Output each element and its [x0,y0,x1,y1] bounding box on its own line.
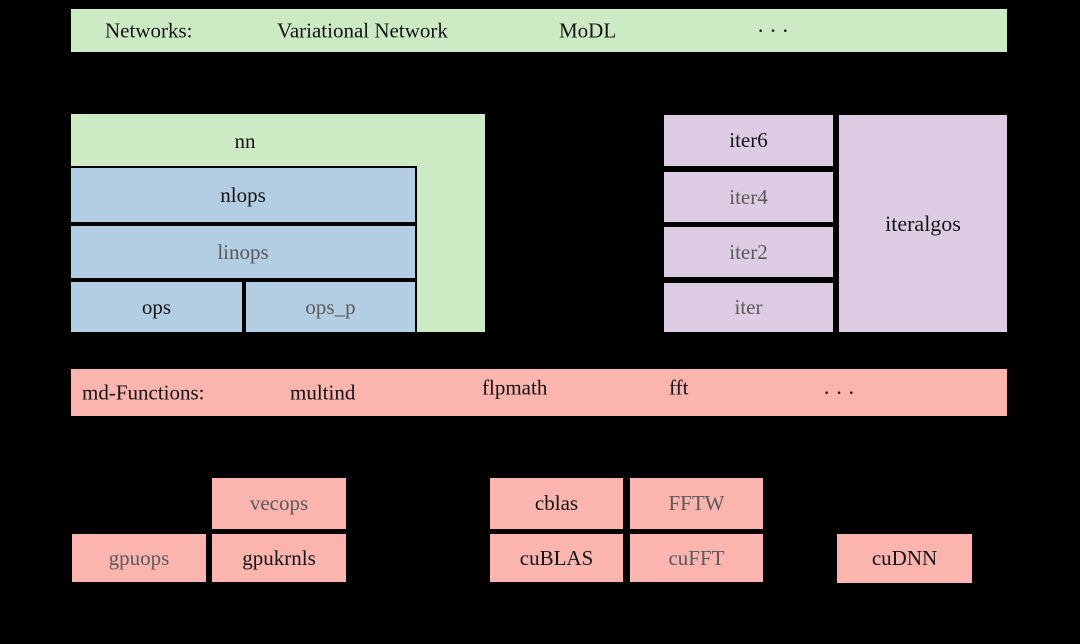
gpukrnls-box: gpukrnls [210,532,348,584]
iter4-label: iter4 [729,184,768,209]
iter2-label: iter2 [729,239,768,264]
iteralgos-label: iteralgos [885,210,961,236]
networks-bar-prefix: Networks: [105,18,193,42]
vecops-box: vecops [210,476,348,531]
gpuops-box: gpuops [70,532,208,584]
cudnn-box: cuDNN [835,532,974,585]
iter6-box: iter6 [662,113,835,168]
nlops-box: nlops [69,166,417,224]
networks-bar-ellipsis: ··· [757,17,794,43]
nlops-label: nlops [220,182,266,207]
cblas-label: cblas [534,491,579,515]
md-functions-prefix: md-Functions: [82,380,205,404]
cufft-label: cuFFT [668,545,725,570]
cudnn-label: cuDNN [871,546,938,570]
ops-label: ops [141,294,172,319]
iter4-box: iter4 [662,170,835,224]
cblas-box: cblas [488,476,625,531]
fftw-label: FFTW [668,491,725,515]
linops-box: linops [69,224,417,280]
cublas-box: cuBLAS [488,532,625,584]
linops-label: linops [217,239,269,264]
iter2-box: iter2 [662,225,835,279]
iter6-label: iter6 [729,128,768,152]
networks-bar: Networks: Variational Network MoDL ··· [69,7,1009,54]
ops-p-label: ops_p [305,294,356,319]
cublas-label: cuBLAS [519,545,594,570]
gpuops-label: gpuops [108,545,170,570]
ops-p-box: ops_p [244,280,417,334]
gpukrnls-label: gpukrnls [242,545,316,570]
iteralgos-box: iteralgos [837,113,1009,334]
fftw-box: FFTW [628,476,765,531]
md-functions-ellipsis: ··· [823,379,860,405]
md-functions-item-flpmath: flpmath [482,375,548,399]
nn-label: nn [234,128,256,153]
md-functions-item-fft: fft [669,375,689,399]
iter-box: iter [662,281,835,334]
md-functions-item-multind: multind [290,380,356,404]
cufft-box: cuFFT [628,532,765,584]
networks-bar-item-variational-network: Variational Network [277,18,448,42]
md-functions-bar: md-Functions: multind flpmath fft ··· [69,367,1009,418]
networks-bar-item-modl: MoDL [559,18,617,42]
iter-label: iter [734,295,763,319]
vecops-label: vecops [249,491,309,515]
ops-box: ops [69,280,244,334]
